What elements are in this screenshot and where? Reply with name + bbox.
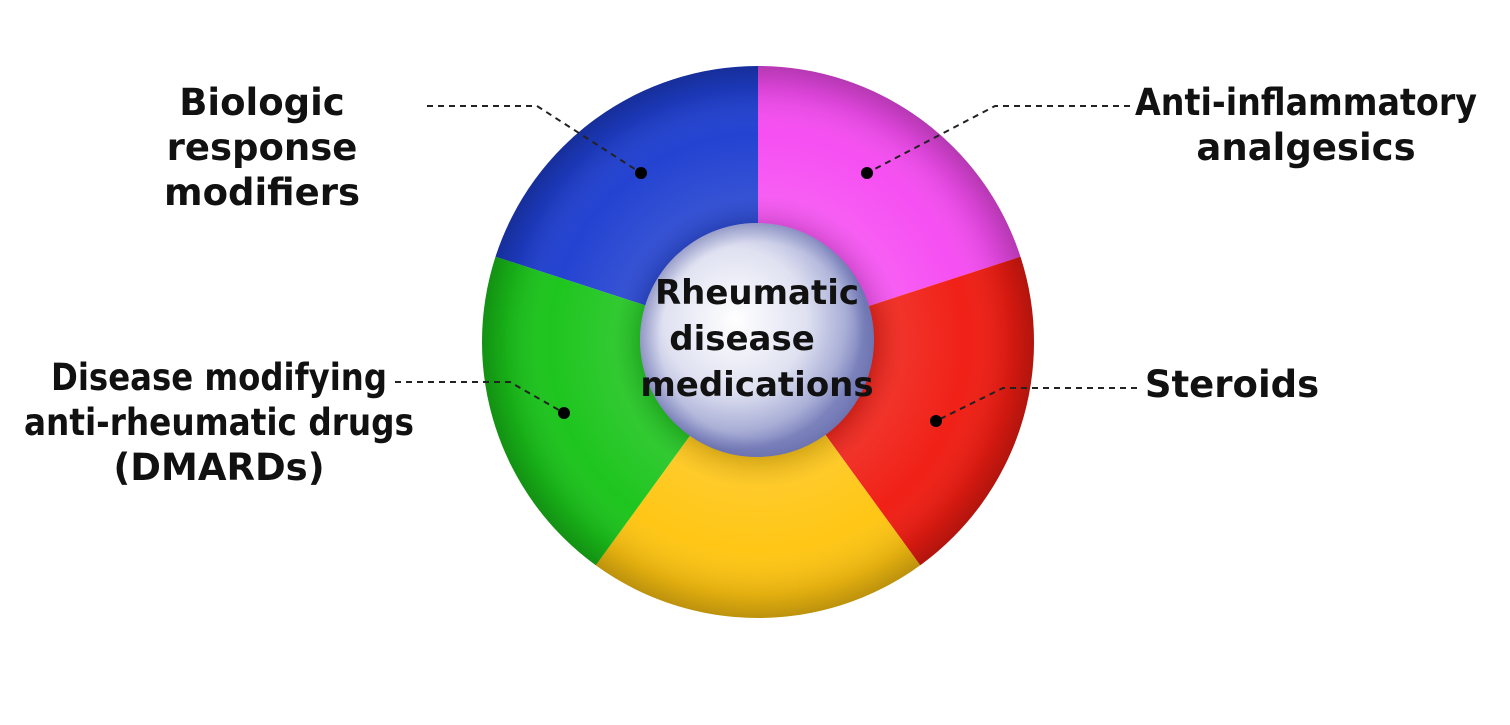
label-biologic-line-1: Biologic <box>179 81 345 124</box>
label-connectors <box>395 105 1137 422</box>
center-hub: Rheumatic disease medications <box>640 223 874 457</box>
label-dmards-line-2: anti-rheumatic drugs <box>24 401 414 444</box>
center-title-line-1: Rheumatic <box>655 273 859 313</box>
center-title-line-2: disease <box>669 319 815 359</box>
center-title-line-3: medications <box>640 365 873 405</box>
connector-biologic <box>427 105 642 174</box>
label-dmards-line-3: (DMARDs) <box>113 446 324 489</box>
dot-biologic <box>635 167 647 179</box>
dot-dmards <box>558 407 570 419</box>
segment-labels: Biologic response modifiers Anti-inflamm… <box>24 81 1477 489</box>
label-dmards-line-1: Disease modifying <box>51 356 387 399</box>
connector-anti-inflammatory <box>866 105 1130 174</box>
dot-steroids <box>930 415 942 427</box>
ring-shading <box>482 66 1034 618</box>
label-biologic-line-2: response <box>167 126 358 169</box>
center-hub-rim <box>640 223 874 457</box>
label-anti-inflammatory-line-1: Anti-inflammatory <box>1135 81 1477 124</box>
connector-steroids <box>935 387 1137 422</box>
dot-anti-inflammatory <box>861 167 873 179</box>
label-dots <box>558 167 942 427</box>
connector-dmards <box>395 381 565 414</box>
label-biologic-line-3: modifiers <box>164 171 360 214</box>
label-anti-inflammatory-line-2: analgesics <box>1196 126 1415 169</box>
label-steroids: Steroids <box>1145 363 1319 406</box>
